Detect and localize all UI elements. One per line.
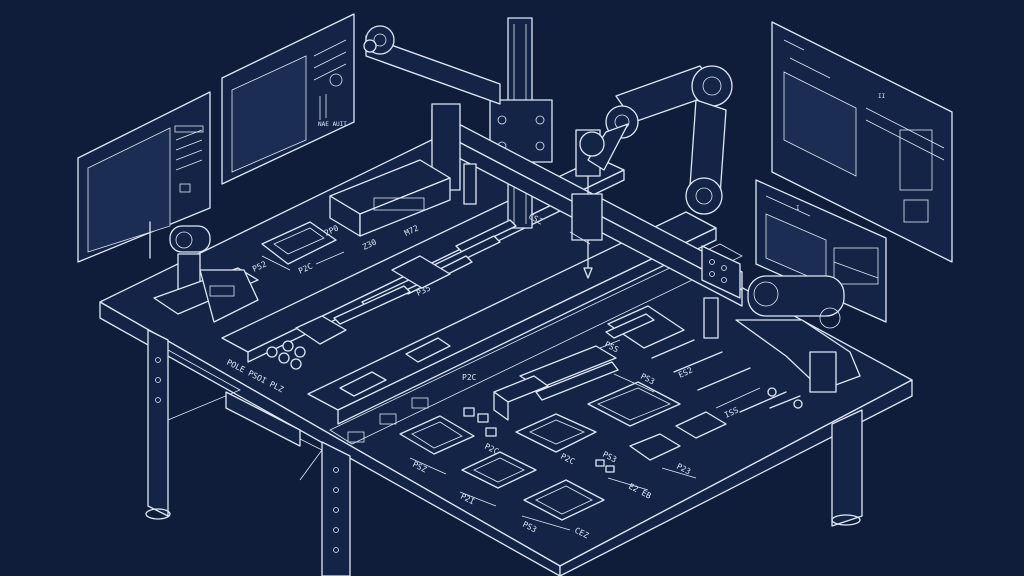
- left-camera-mount: [153, 225, 259, 323]
- rail-text: P2C: [462, 373, 477, 382]
- monitor-label: I: [796, 205, 800, 212]
- monitor-label: II: [878, 93, 886, 100]
- monitor-label: NAE AUIT: [318, 121, 347, 128]
- monitor-left-large: NAE AUIT: [221, 13, 355, 185]
- right-camera-mount: [735, 275, 861, 393]
- component-fixtures: [261, 159, 803, 521]
- monitor-left-small: [77, 91, 211, 263]
- monitor-right-large: II: [771, 21, 953, 263]
- gantry-cnc: [363, 17, 743, 339]
- monitor-right-small: I: [755, 179, 887, 323]
- robot-arm: [579, 65, 733, 215]
